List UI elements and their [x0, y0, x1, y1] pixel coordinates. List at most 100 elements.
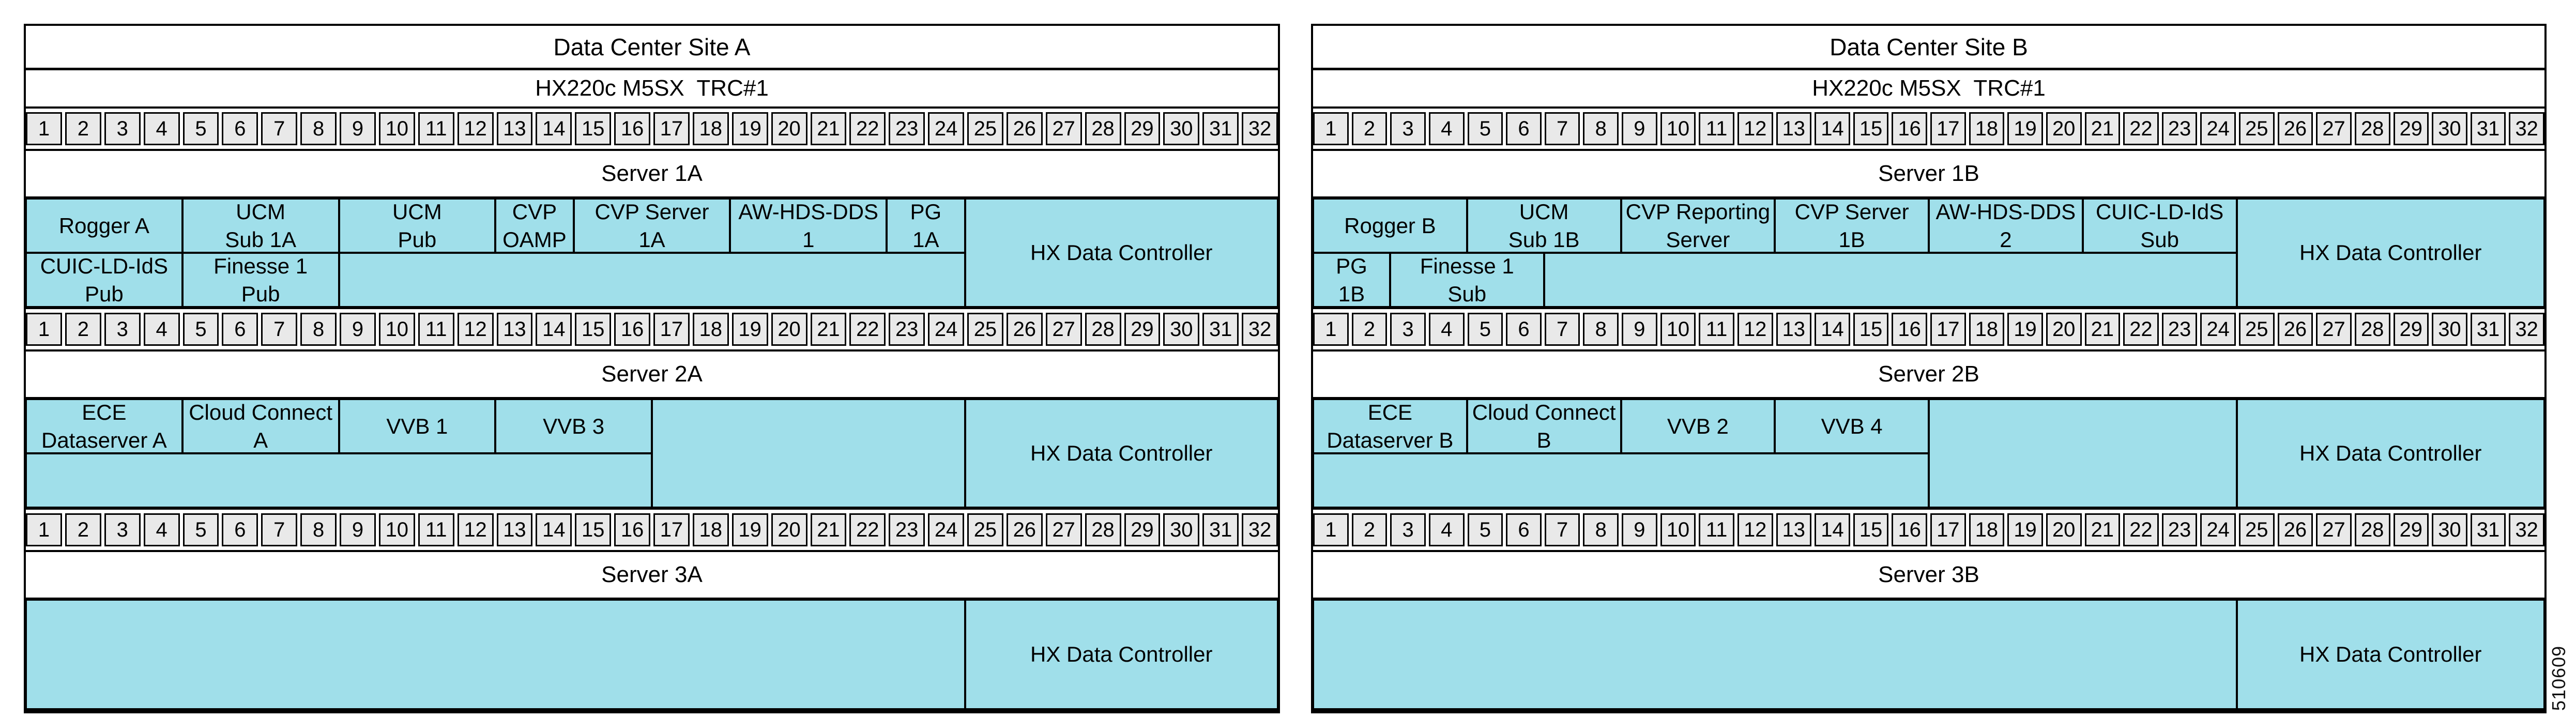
core-cell: 27	[2316, 513, 2352, 546]
site-title: Data Center Site A	[26, 26, 1278, 70]
cell-label-line: 1A	[912, 227, 939, 252]
cell-label-line: 1A	[638, 227, 665, 252]
core-cell: 11	[1699, 112, 1734, 145]
core-cell: 9	[340, 313, 376, 346]
cell-label-line: VVB 3	[543, 414, 605, 438]
core-cell: 32	[1242, 513, 1278, 546]
core-cell: 29	[1124, 112, 1161, 145]
cell-rogger-b: Rogger B	[1313, 198, 1467, 253]
core-cell: 3	[1390, 513, 1426, 546]
core-cell: 15	[1853, 513, 1889, 546]
cell-hx-data-controller: HX Data Controller	[965, 600, 1278, 709]
core-cell: 5	[1467, 513, 1503, 546]
cell-vvb-1: VVB 1	[339, 399, 496, 453]
core-cell: 30	[1163, 112, 1200, 145]
cell-label-line: Sub	[2140, 227, 2179, 252]
core-cell: 15	[1853, 112, 1889, 145]
core-cell: 27	[1045, 313, 1082, 346]
server-core-grid: HX Data Controller	[26, 600, 1278, 709]
cell-empty-region	[1313, 600, 2237, 709]
core-cell: 4	[143, 313, 180, 346]
core-cell: 18	[1969, 313, 2005, 346]
core-cell: 2	[65, 112, 101, 145]
cell-label-line: UCM	[392, 199, 442, 224]
core-cell: 7	[261, 313, 298, 346]
core-cell: 10	[1660, 513, 1696, 546]
cell-label-line: 1B	[1338, 281, 1365, 306]
core-cell: 3	[104, 313, 141, 346]
cell-label-line: Sub 1A	[225, 227, 297, 252]
core-cell: 20	[771, 112, 807, 145]
core-cell: 24	[2200, 513, 2236, 546]
cell-label-line: CVP	[512, 199, 557, 224]
core-cell: 30	[2432, 112, 2467, 145]
core-cell: 21	[2084, 112, 2121, 145]
chassis-label: HX220c M5SX TRC#1	[1313, 70, 2544, 109]
cell-label-line: Server	[1666, 227, 1730, 252]
core-cell: 18	[692, 313, 729, 346]
cell-vvb-3: VVB 3	[495, 399, 652, 453]
core-cell: 1	[1313, 112, 1349, 145]
cell-label-line: Cloud Connect	[189, 400, 333, 424]
cell-label-line: UCM	[236, 199, 285, 224]
cell-label-line: UCM	[1519, 199, 1569, 224]
core-cell: 10	[1660, 313, 1696, 346]
cell-label-line: AW-HDS-DDS	[1935, 199, 2076, 224]
cell-label-line: CVP Reporting	[1625, 199, 1771, 224]
core-cell: 24	[2200, 112, 2236, 145]
core-cell: 26	[2277, 513, 2313, 546]
server-name: Server 2A	[26, 352, 1278, 399]
core-cell: 12	[1737, 513, 1773, 546]
cell-label-line: 1B	[1838, 227, 1865, 252]
cell-empty-region	[1544, 253, 2237, 307]
core-cell: 3	[1390, 313, 1426, 346]
core-cell: 23	[2161, 513, 2198, 546]
core-cell: 17	[653, 513, 690, 546]
chassis-label: HX220c M5SX TRC#1	[26, 70, 1278, 109]
core-cell: 17	[653, 313, 690, 346]
core-cell: 32	[1242, 313, 1278, 346]
core-cell: 18	[1969, 112, 2005, 145]
core-cell: 19	[731, 112, 768, 145]
core-cell: 14	[1815, 313, 1850, 346]
cell-label-line: HX Data Controller	[1030, 441, 1213, 465]
core-cell: 15	[575, 513, 612, 546]
cell-empty-region	[652, 399, 965, 508]
cell-label-line: ECE	[82, 400, 127, 424]
cell-label-line: Rogger A	[58, 213, 149, 238]
core-cell: 2	[1351, 513, 1388, 546]
core-cell: 28	[2354, 112, 2390, 145]
core-cell: 4	[1428, 313, 1465, 346]
core-cell: 9	[1622, 112, 1657, 145]
cell-label-line: Dataserver A	[41, 427, 167, 452]
core-cell: 3	[104, 513, 141, 546]
core-cell: 21	[810, 112, 847, 145]
core-cell: 31	[2470, 513, 2506, 546]
core-cell: 14	[536, 112, 572, 145]
cell-label-line: HX Data Controller	[2299, 642, 2482, 666]
core-cell: 6	[222, 112, 258, 145]
cell-label-line: CUIC-LD-IdS	[40, 253, 169, 278]
core-cell: 19	[2007, 112, 2043, 145]
cell-ece-dataserver-a: ECE Dataserver A	[26, 399, 182, 453]
core-cell: 25	[967, 513, 1003, 546]
core-cell: 20	[2046, 313, 2082, 346]
core-cell: 1	[26, 313, 62, 346]
cell-label-line: Sub	[1447, 281, 1487, 306]
core-cell: 14	[1815, 513, 1850, 546]
core-cell: 20	[2046, 513, 2082, 546]
core-cell: 20	[2046, 112, 2082, 145]
